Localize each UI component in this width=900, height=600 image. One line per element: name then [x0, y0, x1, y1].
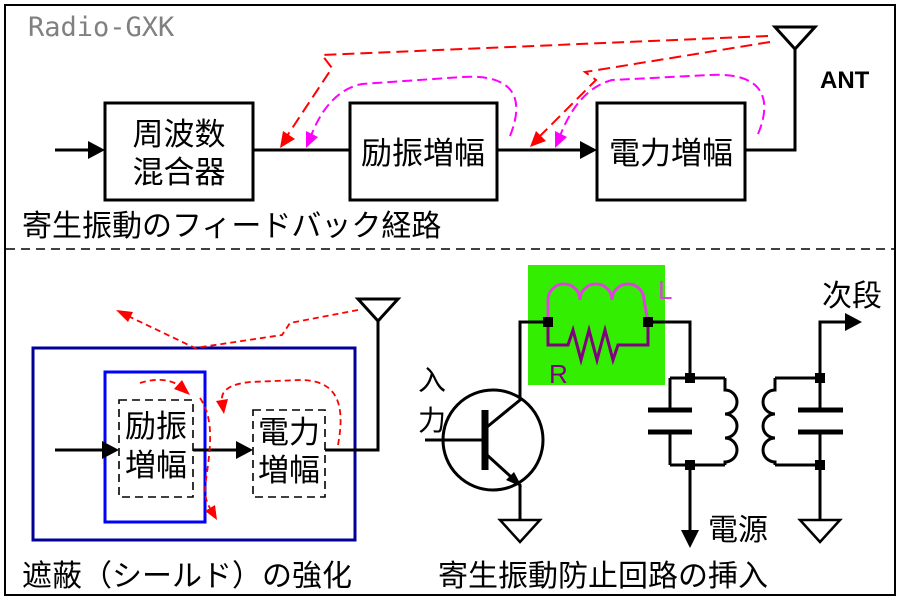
resistor-zigzag [546, 322, 650, 366]
transistor-emitter-arrow [506, 472, 522, 487]
shield-driver-label-line2: 増幅 [125, 448, 187, 484]
coupled-feedback-path-1 [310, 75, 518, 137]
supply-arrow-head [681, 530, 699, 548]
power-amp-box [595, 101, 747, 202]
wire-driver-to-power-arrow-head [580, 141, 597, 159]
shield-driver-block: 励振 増幅 [118, 399, 194, 498]
input-label-line1: 入 [418, 364, 446, 397]
shield-panel-caption: 遮蔽（シールド）の強化 [22, 559, 352, 594]
shield-power-label-line1: 電力 [258, 415, 320, 451]
antenna-label: ANT [820, 67, 870, 94]
primary-tank-node-top [685, 373, 695, 383]
shield-power-box [252, 409, 326, 498]
shield-internal-feedback-path-b [221, 379, 342, 446]
power-amp-label: 電力増幅 [609, 136, 733, 172]
radiated-feedback-path-1 [286, 35, 769, 137]
power-amp-block: 電力増幅 [595, 101, 747, 202]
coupled-feedback-arrow-2 [555, 131, 567, 148]
suppressor-panel: L R 入 力 [418, 265, 882, 594]
shield-internal-feedback-arrow-a [174, 380, 190, 395]
shield-internal-feedback-arrow-b [216, 399, 228, 414]
shield-driver-label-line1: 励振 [125, 409, 187, 445]
driver-amp-block: 励振増幅 [348, 101, 499, 202]
top-input-arrow-head [88, 141, 105, 159]
shield-input-arrow-head [102, 441, 119, 459]
coupled-feedback-path-2 [559, 73, 766, 137]
radiated-feedback-path-2 [538, 41, 771, 138]
shield-internal-feedback-arrow-c [205, 505, 217, 520]
suppressor-panel-caption: 寄生振動防止回路の挿入 [438, 559, 768, 594]
watermark: Radio-GXK [28, 12, 175, 43]
transistor-collector-lead [486, 320, 548, 429]
inductor-coil [546, 282, 650, 323]
shield-wire-to-antenna [325, 321, 380, 452]
shield-panel: 励振 増幅 電力 増幅 遮蔽（シールド）の強化 [22, 297, 402, 594]
radiated-feedback-arrow-1 [280, 131, 295, 148]
wire-to-tank [648, 320, 692, 378]
top-panel-caption: 寄生振動のフィードバック経路 [22, 209, 441, 244]
next-stage-label: 次段 [822, 279, 882, 314]
antenna-icon [771, 25, 819, 52]
shield-driver-to-power-arrow-head [236, 441, 253, 459]
driver-amp-label: 励振増幅 [361, 136, 485, 172]
top-panel: 周波数 混合器 励振増幅 電力増幅 ANT 寄生振動のフィードバック経路 [22, 25, 870, 244]
ground-icon [497, 518, 543, 544]
supply-label: 電源 [708, 513, 768, 548]
resistor-label: R [549, 359, 568, 389]
secondary-ground-icon [797, 518, 843, 544]
mixer-block: 周波数 混合器 [103, 101, 255, 202]
coupled-feedback-arrow-1 [306, 131, 318, 148]
mixer-label-line2: 混合器 [133, 155, 226, 191]
mixer-label-line1: 周波数 [133, 117, 226, 153]
next-stage-arrow-head [845, 313, 862, 331]
outer-frame [4, 4, 896, 596]
shield-power-block: 電力 増幅 [252, 409, 326, 498]
transistor-symbol [425, 320, 548, 520]
shield-power-label-line2: 増幅 [258, 453, 320, 489]
shield-internal-feedback-path-c [199, 397, 212, 509]
input-label-line2: 力 [418, 404, 446, 437]
shield-radiated-feedback-arrow [116, 310, 133, 322]
radiated-feedback-arrow-2 [530, 131, 546, 147]
shield-internal-feedback-path-a [139, 379, 181, 387]
shield-antenna-icon [354, 297, 402, 324]
primary-coil [723, 378, 739, 465]
secondary-coil [761, 378, 777, 465]
next-stage-arrow-line [818, 320, 848, 378]
inductor-label: L [658, 275, 672, 305]
wire-power-to-antenna [745, 48, 797, 152]
shield-radiated-feedback-path [127, 309, 359, 349]
